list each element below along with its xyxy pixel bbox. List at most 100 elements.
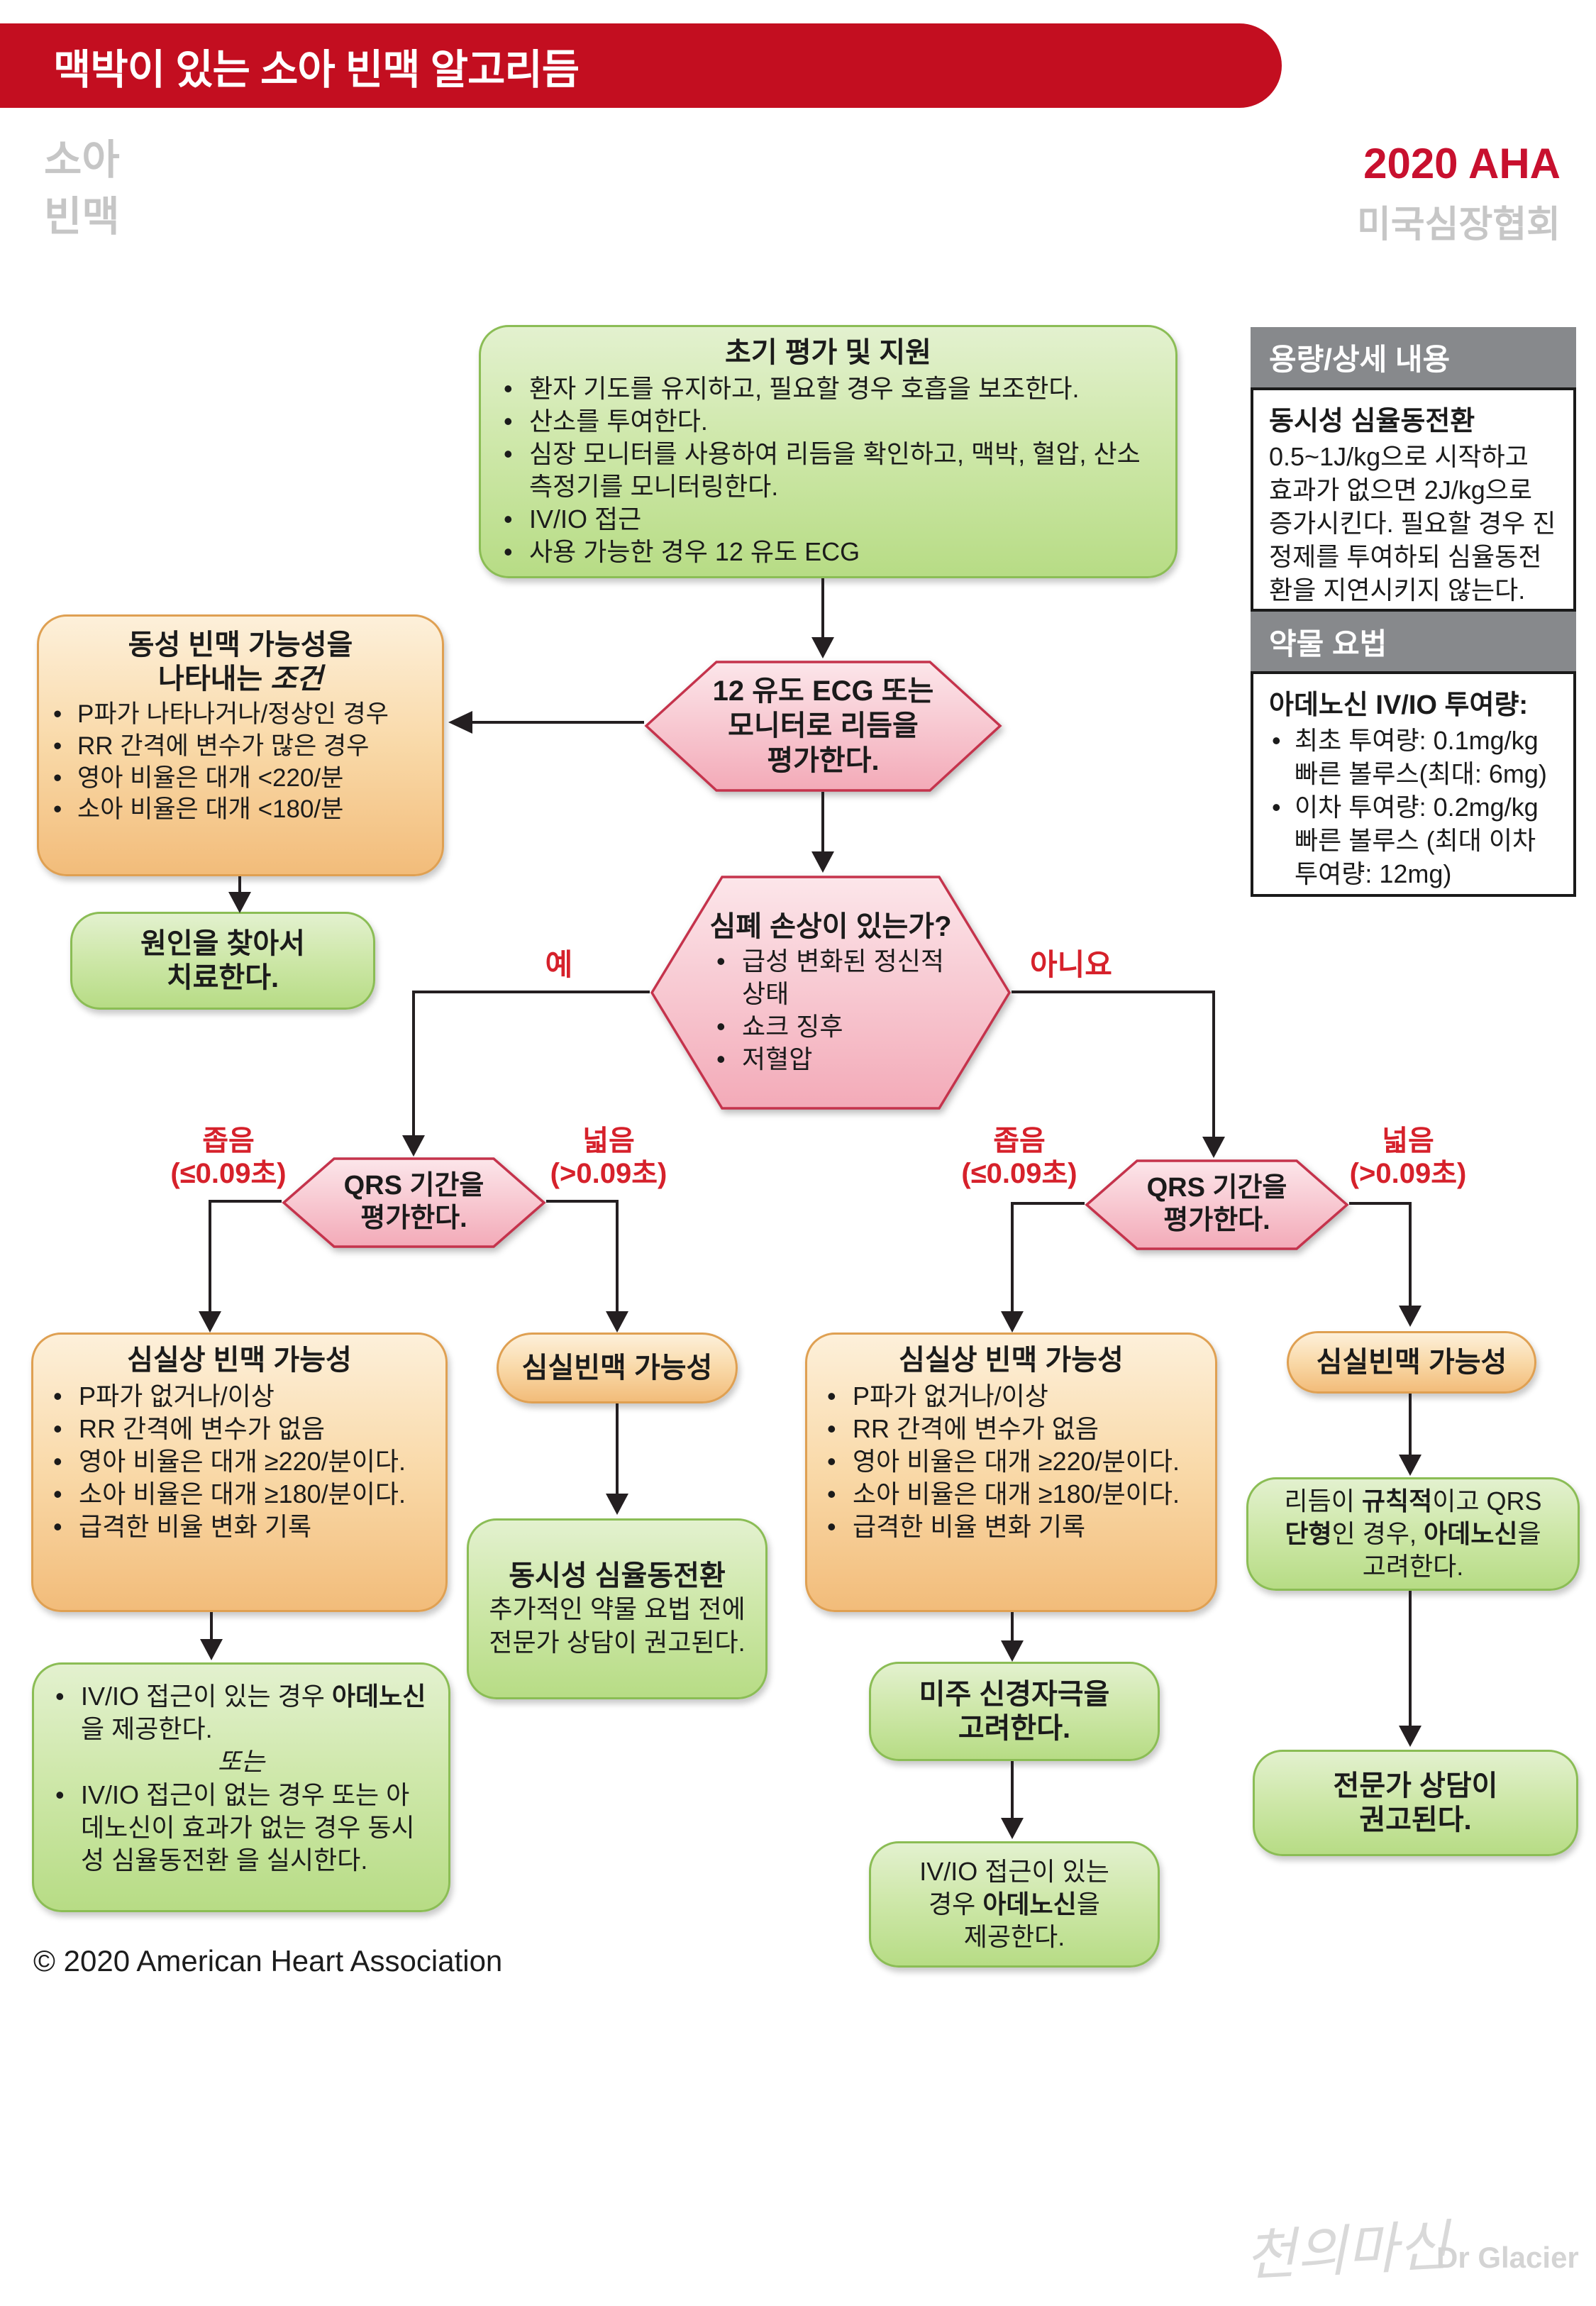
arrowhead-down-icon: [200, 1639, 223, 1660]
connector-no-vertical: [1212, 991, 1215, 1138]
connector-vagal-down: [1011, 1761, 1014, 1819]
connector-sinus-to-treat: [238, 876, 241, 893]
arrowhead-down-icon: [228, 892, 251, 913]
line: 리듬이 규칙적이고 QRS: [1284, 1486, 1542, 1516]
wide-label-right: 넓음 (>0.09초): [1309, 1125, 1507, 1190]
vt-pill-right: 심실빈맥 가능성: [1287, 1331, 1536, 1394]
expert-line1: 전문가 상담이: [1333, 1770, 1498, 1802]
sinus-title-line1: 동성 빈맥 가능성을: [128, 629, 353, 661]
narrow-label-right: 좁음 (≤0.09초): [920, 1125, 1119, 1190]
bullet-item: 소아 비율은 대개 <180/분: [50, 794, 431, 826]
connector-yes-horizontal: [414, 991, 650, 993]
line: 제공한다.: [963, 1922, 1065, 1952]
bullet-item: 사용 가능한 경우 12 유도 ECG: [501, 536, 1156, 568]
arrowhead-down-icon: [811, 637, 834, 658]
dose-body: 0.5~1J/kg으로 시작하고 효과가 없으면 2J/kg으로 증가시킨다. …: [1269, 442, 1556, 605]
arrowhead-down-icon: [1399, 1455, 1422, 1476]
line: 단형인 경우, 아데노신을: [1285, 1518, 1541, 1548]
bullet-item: 심장 모니터를 사용하여 리듬을 확인하고, 맥박, 혈압, 산소측정기를 모니…: [501, 438, 1156, 503]
hex-line: QRS 기간을: [1146, 1173, 1287, 1203]
svt-box-right: 심실상 빈맥 가능성 P파가 없거나/이상 RR 간격에 변수가 없음 영아 비…: [805, 1333, 1217, 1612]
vagal-line1: 미주 신경자극을: [919, 1679, 1110, 1710]
org-label: 미국심장협회: [1356, 204, 1561, 246]
treat-cause-box: 원인을 찾아서 치료한다.: [70, 912, 375, 1010]
arrowhead-down-icon: [606, 1494, 628, 1515]
dose-title: 동시성 심율동전환: [1269, 407, 1475, 436]
connector-consider-down: [1409, 1591, 1412, 1727]
qrs-right-text: QRS 기간을 평가한다.: [1085, 1159, 1349, 1251]
connector-svtright-down: [1011, 1612, 1014, 1642]
arrowhead-down-icon: [811, 851, 834, 873]
qrs-left-text: QRS 기간을 평가한다.: [282, 1157, 546, 1249]
bullet-item: 영아 비율은 대개 ≥220/분이다.: [50, 1445, 428, 1478]
header-banner: 맥박이 있는 소아 빈맥 알고리듬: [0, 23, 1282, 108]
treat-line1: 원인을 찾아서: [140, 928, 305, 959]
hexagon-shape: [1085, 1159, 1349, 1250]
narrow-paren: (≤0.09초): [961, 1158, 1077, 1189]
narrow-label-left: 좁음 (≤0.09초): [129, 1125, 328, 1190]
connector-vtpill-down: [616, 1403, 619, 1495]
copyright: © 2020 American Heart Association: [33, 1944, 503, 1977]
sinus-title-line2: 나타내는 조건: [158, 663, 323, 695]
connector-svtleft-down: [210, 1612, 213, 1640]
consider-adenosine-box: 리듬이 규칙적이고 QRS 단형인 경우, 아데노신을 고려한다.: [1246, 1477, 1580, 1591]
narrow-word: 좁음: [202, 1125, 255, 1157]
bullet-item: P파가 없거나/이상: [824, 1380, 1198, 1413]
adenosine-cardioversion-box: IV/IO 접근이 있는 경우 아데노신을 제공한다. 또는 IV/IO 접근이…: [32, 1662, 450, 1912]
svt-title: 심실상 빈맥 가능성: [127, 1345, 352, 1376]
hex-line: 모니터로 리듬을: [728, 710, 919, 742]
sinus-title: 동성 빈맥 가능성을 나타내는 조건: [50, 628, 431, 696]
treat-cause-text: 원인을 찾아서 치료한다.: [140, 927, 305, 995]
wide-paren: (>0.09초): [1349, 1158, 1467, 1189]
connector-no-horizontal: [1012, 991, 1214, 993]
cardioversion-title: 동시성 심율동전환: [509, 1560, 726, 1592]
treat-line2: 치료한다.: [166, 962, 279, 993]
hex-line: 평가한다.: [1163, 1206, 1270, 1235]
bullet-item: IV/IO 접근이 있는 경우 아데노신을 제공한다.: [52, 1680, 430, 1745]
connector-qrsleft-narrow-v: [209, 1200, 211, 1313]
consider-adenosine-text: 리듬이 규칙적이고 QRS 단형인 경우, 아데노신을 고려한다.: [1284, 1485, 1541, 1583]
vt-pill-left: 심실빈맥 가능성: [497, 1333, 738, 1403]
narrow-paren: (≤0.09초): [170, 1158, 287, 1189]
initial-assessment-box: 초기 평가 및 지원 환자 기도를 유지하고, 필요할 경우 호흡을 보조한다.…: [479, 325, 1177, 578]
narrow-word: 좁음: [993, 1125, 1046, 1157]
arrowhead-down-icon: [1001, 1640, 1024, 1662]
dose-section-header: 용량/상세 내용: [1251, 327, 1576, 387]
hexagon-shape: [282, 1157, 546, 1248]
hex-line: 평가한다.: [767, 744, 880, 776]
connector-qrsright-narrow-v: [1011, 1202, 1014, 1313]
connector-qrsleft-wide-v: [616, 1200, 619, 1313]
compromise-title: 심폐 손상이 있는가?: [709, 910, 952, 942]
bullet-item: 최초 투여량: 0.1mg/kg 빠른 볼루스(최대: 6mg): [1269, 724, 1558, 791]
give-adenosine-box: IV/IO 접근이 있는 경우 아데노신을 제공한다.: [869, 1841, 1160, 1968]
bullet-item: RR 간격에 변수가 없음: [50, 1413, 428, 1445]
kicker-label: 소아 빈맥: [44, 132, 120, 246]
watermark-name: Dr Glacier: [1436, 2241, 1579, 2274]
no-label: 아니요: [1030, 948, 1112, 981]
line: IV/IO 접근이 있는: [919, 1856, 1109, 1886]
initial-bullets: 환자 기도를 유지하고, 필요할 경우 호흡을 보조한다. 산소를 투여한다. …: [501, 373, 1156, 569]
assess-rhythm-hex: 12 유도 ECG 또는 모니터로 리듬을 평가한다.: [644, 660, 1002, 793]
expert-line2: 권고된다.: [1359, 1804, 1472, 1836]
wide-word: 넓음: [582, 1125, 635, 1157]
drug-bullet-list: 최초 투여량: 0.1mg/kg 빠른 볼루스(최대: 6mg) 이차 투여량:…: [1269, 724, 1558, 890]
bullet-item: IV/IO 접근: [501, 503, 1156, 536]
connector-rhythm-to-sinus: [472, 721, 644, 724]
arrowhead-down-icon: [1001, 1311, 1024, 1333]
connector-initial-to-rhythm: [821, 578, 824, 639]
qrs-hex-right: QRS 기간을 평가한다.: [1085, 1159, 1349, 1251]
cardiopulmonary-hex: 심폐 손상이 있는가? 급성 변화된 정신적 상태 쇼크 징후 저혈압: [650, 875, 1012, 1110]
kicker-line1: 소아: [44, 137, 120, 183]
drug-detail-box: 아데노신 IV/IO 투여량: 최초 투여량: 0.1mg/kg 빠른 볼루스(…: [1251, 671, 1576, 897]
svt-bullets: P파가 없거나/이상 RR 간격에 변수가 없음 영아 비율은 대개 ≥220/…: [50, 1380, 428, 1543]
arrowhead-down-icon: [199, 1311, 221, 1333]
wide-word: 넓음: [1382, 1125, 1434, 1157]
drug-title: 아데노신 IV/IO 투여량:: [1269, 690, 1529, 720]
vagal-box: 미주 신경자극을 고려한다.: [869, 1662, 1160, 1761]
expert-consult-box: 전문가 상담이 권고된다.: [1253, 1750, 1578, 1856]
connector-yes-vertical: [412, 991, 415, 1137]
qrs-hex-left: QRS 기간을 평가한다.: [282, 1157, 546, 1249]
hexagon-shape: [644, 661, 1002, 792]
arrowhead-left-icon: [448, 711, 472, 734]
yes-label: 예: [545, 948, 573, 981]
